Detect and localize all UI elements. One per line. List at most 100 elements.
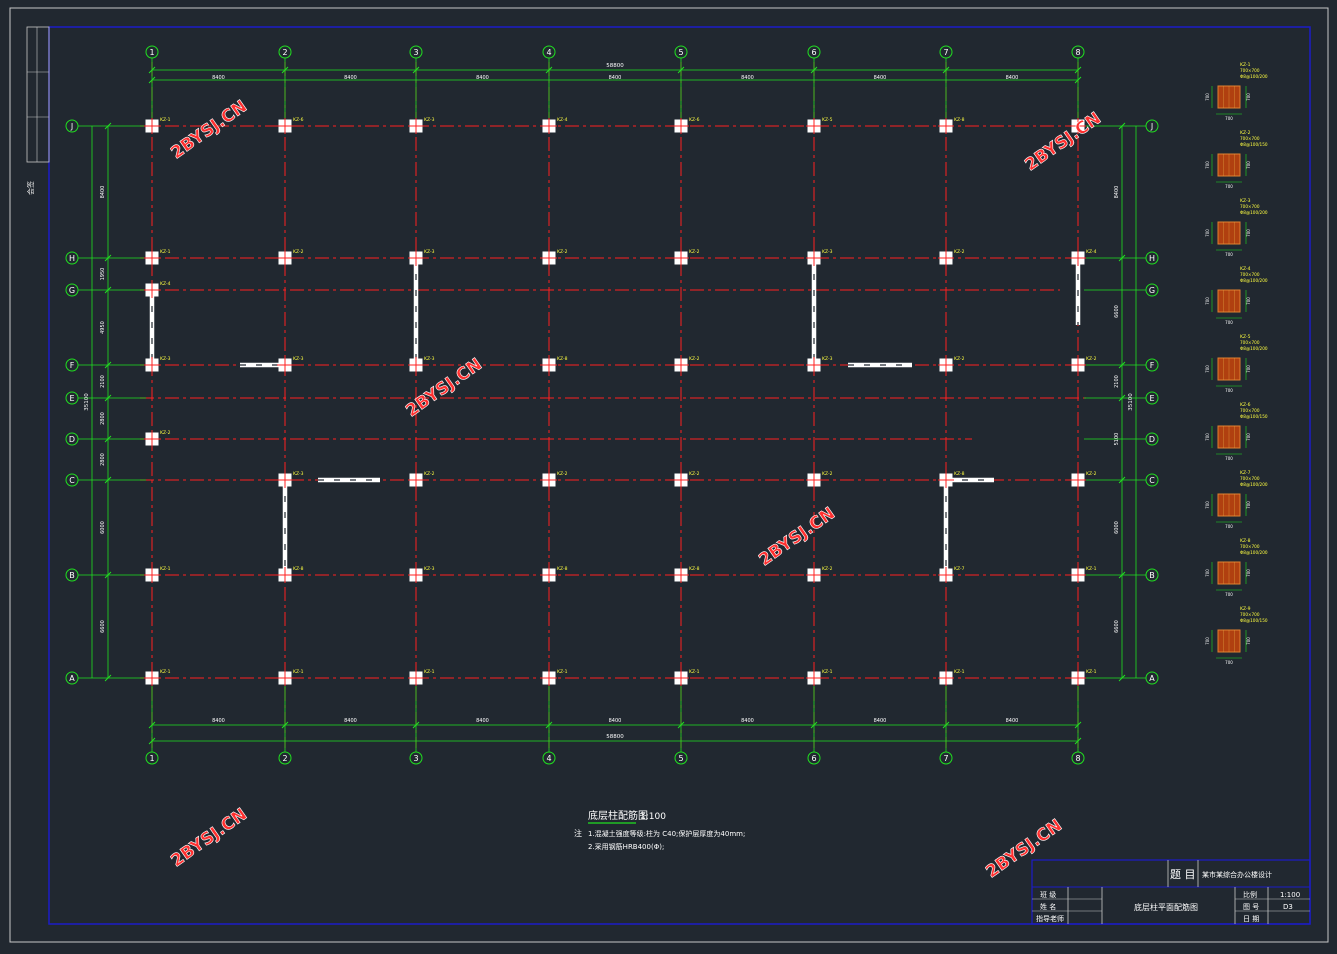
- detail-rebar: Φ8@100/150: [1240, 142, 1268, 147]
- column-label: KZ-4: [1086, 249, 1097, 255]
- column-F1: KZ-3: [144, 356, 171, 373]
- column-J3: KZ-3: [408, 117, 435, 134]
- column-C2: KZ-3: [277, 471, 304, 488]
- column-F8: KZ-2: [1070, 356, 1097, 373]
- axis-bubble-bottom-1-label: 1: [149, 754, 154, 763]
- column-label: KZ-3: [160, 356, 171, 362]
- span-label: 8400: [476, 75, 489, 81]
- detail-name: KZ-1: [1240, 62, 1251, 68]
- axis-bubble-left-D-label: D: [69, 435, 75, 444]
- axis-bubble-right-J: J: [1145, 119, 1159, 133]
- column-label: KZ-6: [689, 117, 700, 123]
- axis-bubble-bottom-6-label: 6: [811, 754, 816, 763]
- column-F6: KZ-3: [806, 356, 833, 373]
- detail-rebar: Φ8@100/150: [1240, 414, 1268, 419]
- detail-height-right: 700: [1246, 501, 1251, 509]
- column-B8: KZ-1: [1070, 566, 1097, 583]
- axis-bubble-right-F: F: [1145, 358, 1159, 372]
- column-H1: KZ-1: [144, 249, 171, 266]
- row-span-label: 8400: [100, 186, 106, 199]
- drawing-title: 底层柱配筋图: [588, 809, 648, 822]
- watermark-2: 2BYSJ.CN: [1021, 109, 1104, 176]
- column-label: KZ-8: [557, 356, 568, 362]
- detail-name: KZ-6: [1240, 402, 1251, 408]
- total-length-label: 58800: [606, 63, 624, 69]
- column-label: KZ-8: [557, 566, 568, 572]
- column-B4: KZ-8: [541, 566, 568, 583]
- axis-bubble-right-E-label: E: [1149, 394, 1154, 403]
- row-span-label: 2800: [100, 412, 106, 425]
- column-B1: KZ-1: [144, 566, 171, 583]
- column-A7: KZ-1: [938, 669, 965, 686]
- axis-bubble-top-3: 3: [409, 45, 423, 59]
- column-label: KZ-3: [822, 249, 833, 255]
- detail-width: 700: [1225, 184, 1233, 189]
- detail-size: 700×700: [1240, 204, 1260, 209]
- axis-bubble-bottom-3: 3: [409, 751, 423, 765]
- column-label: KZ-8: [293, 566, 304, 572]
- detail-name: KZ-8: [1240, 538, 1251, 544]
- inner-frame: [48, 26, 1311, 925]
- axis-bubble-top-2: 2: [278, 45, 292, 59]
- column-label: KZ-6: [293, 117, 304, 123]
- column-label: KZ-1: [1086, 669, 1097, 675]
- axis-bubble-right-J-label: J: [1150, 122, 1153, 131]
- detail-size: 700×700: [1240, 612, 1260, 617]
- detail-rebar: Φ8@100/200: [1240, 346, 1268, 351]
- detail-height: 700: [1205, 93, 1210, 101]
- axis-bubble-top-7-label: 7: [943, 48, 948, 57]
- column-J8: KZ-3: [1070, 117, 1097, 134]
- axis-bubble-left-J-label: J: [70, 122, 73, 131]
- row-span-label: 6000: [1114, 521, 1120, 534]
- column-J5: KZ-6: [673, 117, 700, 134]
- column-label: KZ-3: [424, 249, 435, 255]
- axis-bubble-bottom-7-label: 7: [943, 754, 948, 763]
- detail-height: 700: [1205, 637, 1210, 645]
- detail-height-right: 700: [1246, 365, 1251, 373]
- span-label: 8400: [476, 718, 489, 724]
- date-label: 日 期: [1243, 915, 1259, 923]
- axis-bubble-left-C: C: [65, 473, 79, 487]
- column-label: KZ-2: [689, 249, 700, 255]
- row-span-label: 6000: [100, 521, 106, 534]
- detail-width: 700: [1225, 320, 1233, 325]
- column-D1: KZ-2: [144, 430, 171, 447]
- column-C5: KZ-2: [673, 471, 700, 488]
- detail-name: KZ-9: [1240, 606, 1251, 612]
- column-label: KZ-1: [160, 669, 171, 675]
- axis-bubble-left-H: H: [65, 251, 79, 265]
- axis-bubble-right-A: A: [1145, 671, 1159, 685]
- axis-bubble-left-F: F: [65, 358, 79, 372]
- column-A3: KZ-1: [408, 669, 435, 686]
- binding-strip: 会签: [26, 26, 50, 195]
- column-H3: KZ-3: [408, 249, 435, 266]
- column-label: KZ-1: [822, 669, 833, 675]
- column-label: KZ-3: [293, 356, 304, 362]
- watermark-1: 2BYSJ.CN: [167, 97, 250, 164]
- span-label: 8400: [609, 75, 622, 81]
- column-C7: KZ-8: [938, 471, 965, 488]
- topic-label: 题 目: [1170, 868, 1196, 881]
- column-label: KZ-1: [160, 249, 171, 255]
- countersign-label: 会签: [26, 181, 35, 195]
- shear-walls: [149, 258, 1081, 575]
- detail-name: KZ-7: [1240, 470, 1251, 476]
- detail-width: 700: [1225, 456, 1233, 461]
- row-span-label: 8400: [1114, 186, 1120, 199]
- detail-height-right: 700: [1246, 161, 1251, 169]
- column-F4: KZ-8: [541, 356, 568, 373]
- axis-bubble-right-D-label: D: [1149, 435, 1155, 444]
- column-label: KZ-2: [293, 249, 304, 255]
- axis-bubble-left-A-label: A: [69, 674, 75, 683]
- column-label: KZ-2: [689, 356, 700, 362]
- axis-bubble-top-6: 6: [807, 45, 821, 59]
- column-label: KZ-2: [954, 249, 965, 255]
- axis-bubble-left-J: J: [65, 119, 79, 133]
- column-label: KZ-2: [557, 249, 568, 255]
- span-label: 8400: [1006, 75, 1019, 81]
